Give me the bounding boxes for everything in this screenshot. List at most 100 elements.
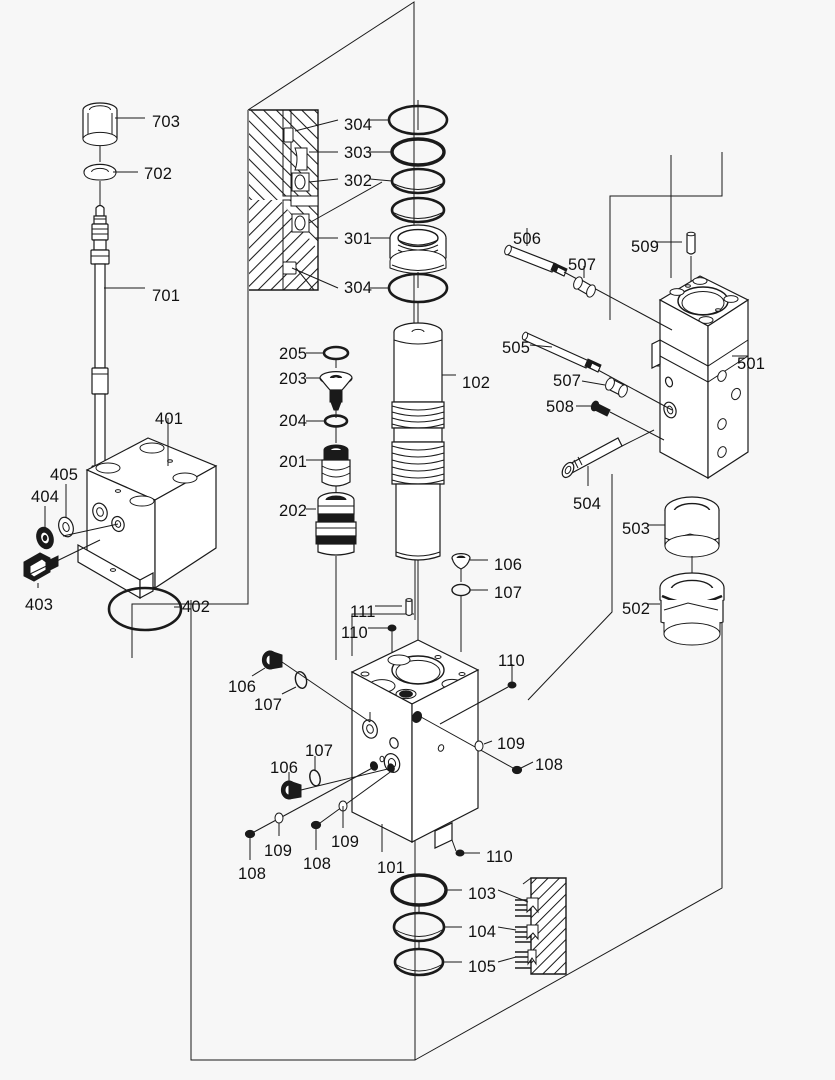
leader-302-section-b [308, 181, 383, 224]
part-506-rod [504, 244, 568, 277]
callout-105: 105 [468, 958, 497, 976]
part-105-oring [393, 947, 445, 977]
callout-507: 507 [568, 256, 597, 274]
part-103-oring [390, 873, 448, 907]
leader-106b [251, 667, 266, 677]
axis-106c [300, 767, 393, 791]
part-104-oring [392, 911, 446, 943]
part-106-bushing-top [451, 552, 471, 570]
part-205-oring [322, 345, 350, 361]
leader-105-section [497, 956, 517, 963]
leader-302-a [369, 178, 393, 182]
callout-502: 502 [622, 600, 651, 618]
callout-501: 501 [737, 355, 766, 373]
callout-108: 108 [238, 865, 267, 883]
part-302-backup-ring-a [390, 167, 446, 195]
part-303-oring [390, 137, 446, 167]
section-detail-300 [249, 109, 319, 291]
callout-110: 110 [341, 624, 368, 642]
callout-109: 109 [331, 833, 360, 851]
axis-505 [597, 369, 673, 411]
callout-201: 201 [279, 453, 308, 471]
part-108-bolt-left-a [244, 829, 256, 839]
callout-107: 107 [305, 742, 334, 760]
callout-106: 106 [494, 556, 523, 574]
part-507-seal-b [605, 377, 628, 398]
callout-703: 703 [152, 113, 181, 131]
leader-302-section-a [308, 178, 339, 183]
part-201-valve-seat [321, 444, 351, 487]
callout-106: 106 [228, 678, 257, 696]
callout-202: 202 [279, 502, 308, 520]
leader-108a [520, 761, 534, 769]
part-508-plug [590, 400, 611, 417]
part-301-seal-assembly [389, 224, 447, 274]
callout-301: 301 [344, 230, 373, 248]
callout-403: 403 [25, 596, 54, 614]
callout-503: 503 [622, 520, 651, 538]
callout-405: 405 [50, 466, 79, 484]
callout-109: 109 [497, 735, 526, 753]
callout-101: 101 [377, 859, 406, 877]
callout-111: 111 [350, 603, 376, 621]
callout-302: 302 [344, 172, 373, 190]
part-503-bushing [664, 496, 720, 558]
part-401-head-block [77, 437, 218, 600]
part-102-piston [391, 322, 445, 561]
leader-403-axis [29, 539, 101, 575]
callout-401: 401 [155, 410, 184, 428]
callout-506: 506 [513, 230, 542, 248]
leader-104-section [497, 926, 517, 931]
callout-203: 203 [279, 370, 308, 388]
axis-108a [420, 716, 514, 769]
part-110-screw-bottom [455, 849, 465, 857]
part-302-backup-ring-b [390, 196, 446, 224]
part-509-pin [686, 231, 696, 255]
callout-304: 304 [344, 279, 373, 297]
part-106-bushing-left-lower [280, 780, 302, 800]
callout-402: 402 [182, 598, 211, 616]
callout-107: 107 [494, 584, 523, 602]
callout-204: 204 [279, 412, 308, 430]
leader-109a [483, 740, 493, 745]
axis-106b [281, 661, 371, 723]
callout-102: 102 [462, 374, 491, 392]
section-detail-100 [515, 877, 567, 975]
part-106-bushing-left-upper [261, 650, 283, 670]
axis-405 [62, 523, 119, 537]
leader-103-section [497, 889, 529, 903]
part-404-plug [36, 526, 54, 550]
callout-702: 702 [144, 165, 173, 183]
callout-504: 504 [573, 495, 602, 513]
part-405-washer [58, 516, 74, 538]
part-402-oring [107, 586, 183, 632]
axis-110b [439, 686, 509, 725]
callout-104: 104 [468, 923, 497, 941]
part-107-oring-top [451, 583, 471, 597]
part-110-screw-top [387, 624, 397, 632]
part-107-oring-left-upper [294, 671, 308, 689]
part-110-screw-right [507, 681, 517, 689]
leader-304b-section [291, 267, 339, 289]
callout-304: 304 [344, 116, 373, 134]
callout-103: 103 [468, 885, 497, 903]
callout-110: 110 [486, 848, 513, 866]
part-108-bolt-right [511, 765, 523, 775]
part-403-fitting [23, 552, 59, 582]
leader-507b [581, 380, 606, 386]
part-109-washer-right [474, 740, 484, 752]
axis-108c [319, 769, 394, 824]
callout-109: 109 [264, 842, 293, 860]
part-702-washer [83, 163, 117, 181]
callout-404: 404 [31, 488, 60, 506]
part-202-cartridge [315, 492, 357, 556]
callout-701: 701 [152, 287, 181, 305]
part-502-seal-ring [659, 572, 725, 646]
part-107-oring-left-lower [309, 769, 321, 787]
leader-107b [281, 686, 297, 695]
callout-108: 108 [303, 855, 332, 873]
callout-106: 106 [270, 759, 299, 777]
callout-110: 110 [498, 652, 525, 670]
